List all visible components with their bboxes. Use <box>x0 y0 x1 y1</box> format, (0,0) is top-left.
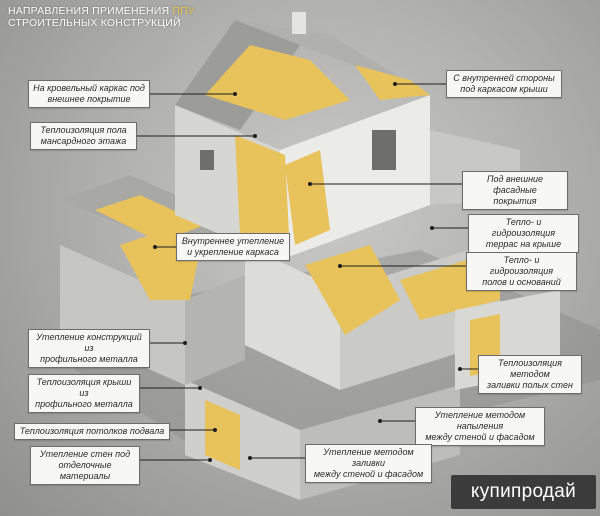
label-facade: Под внешние фасадные покрытия <box>462 171 568 210</box>
label-floors: Тепло- и гидроизоляция полов и оснований <box>466 252 577 291</box>
label-terrace: Тепло- и гидроизоляция террас на крыше <box>468 214 579 253</box>
garage-front-wall <box>60 245 185 385</box>
upper-wall-insulation <box>235 135 290 255</box>
label-pour-walls: Утепление методом заливки между стеной и… <box>305 444 432 483</box>
label-roof-frame: На кровельный каркас под внешнее покрыти… <box>28 80 150 108</box>
label-hollow-walls: Теплоизоляция методом заливки полых стен <box>478 355 582 394</box>
header-line-1-text: НАПРАВЛЕНИЯ ПРИМЕНЕНИЯ <box>8 5 173 17</box>
watermark: купипродай <box>451 475 596 509</box>
roof-inside-insulation <box>355 65 430 100</box>
garage-side-wall <box>185 275 245 385</box>
label-metal-profile: Утепление конструкций из профильного мет… <box>28 329 150 368</box>
basement-insulation <box>205 400 240 470</box>
garage-roof-insulation <box>95 195 205 242</box>
label-attic-floor: Теплоизоляция пола мансардного этажа <box>30 122 137 150</box>
label-finishing-walls: Утепление стен под отделочные материалы <box>30 446 140 485</box>
label-inside-roof: С внутренней стороны под каркасом крыши <box>446 70 562 98</box>
label-spray-walls: Утепление методом напыления между стеной… <box>415 407 545 446</box>
label-metal-roof: Теплоизоляция крыши из профильного метал… <box>28 374 140 413</box>
facade-insulation <box>285 150 330 245</box>
upper-window <box>372 130 396 170</box>
label-basement-ceiling: Теплоизоляция потолков подвала <box>14 423 170 440</box>
small-window <box>200 150 214 170</box>
label-inner-frame: Внутреннее утепление и укрепление каркас… <box>176 233 290 261</box>
header-accent-text: ППУ <box>172 5 195 17</box>
lower-floor-insulation <box>305 245 400 335</box>
header-line-2: СТРОИТЕЛЬНЫХ КОНСТРУКЦИЙ <box>8 17 181 29</box>
roof-insulation <box>205 45 350 120</box>
header-line-1: НАПРАВЛЕНИЯ ПРИМЕНЕНИЯ ППУ <box>8 5 195 17</box>
diagram-header: НАПРАВЛЕНИЯ ПРИМЕНЕНИЯ ППУ СТРОИТЕЛЬНЫХ … <box>8 5 195 29</box>
chimney <box>292 12 306 34</box>
